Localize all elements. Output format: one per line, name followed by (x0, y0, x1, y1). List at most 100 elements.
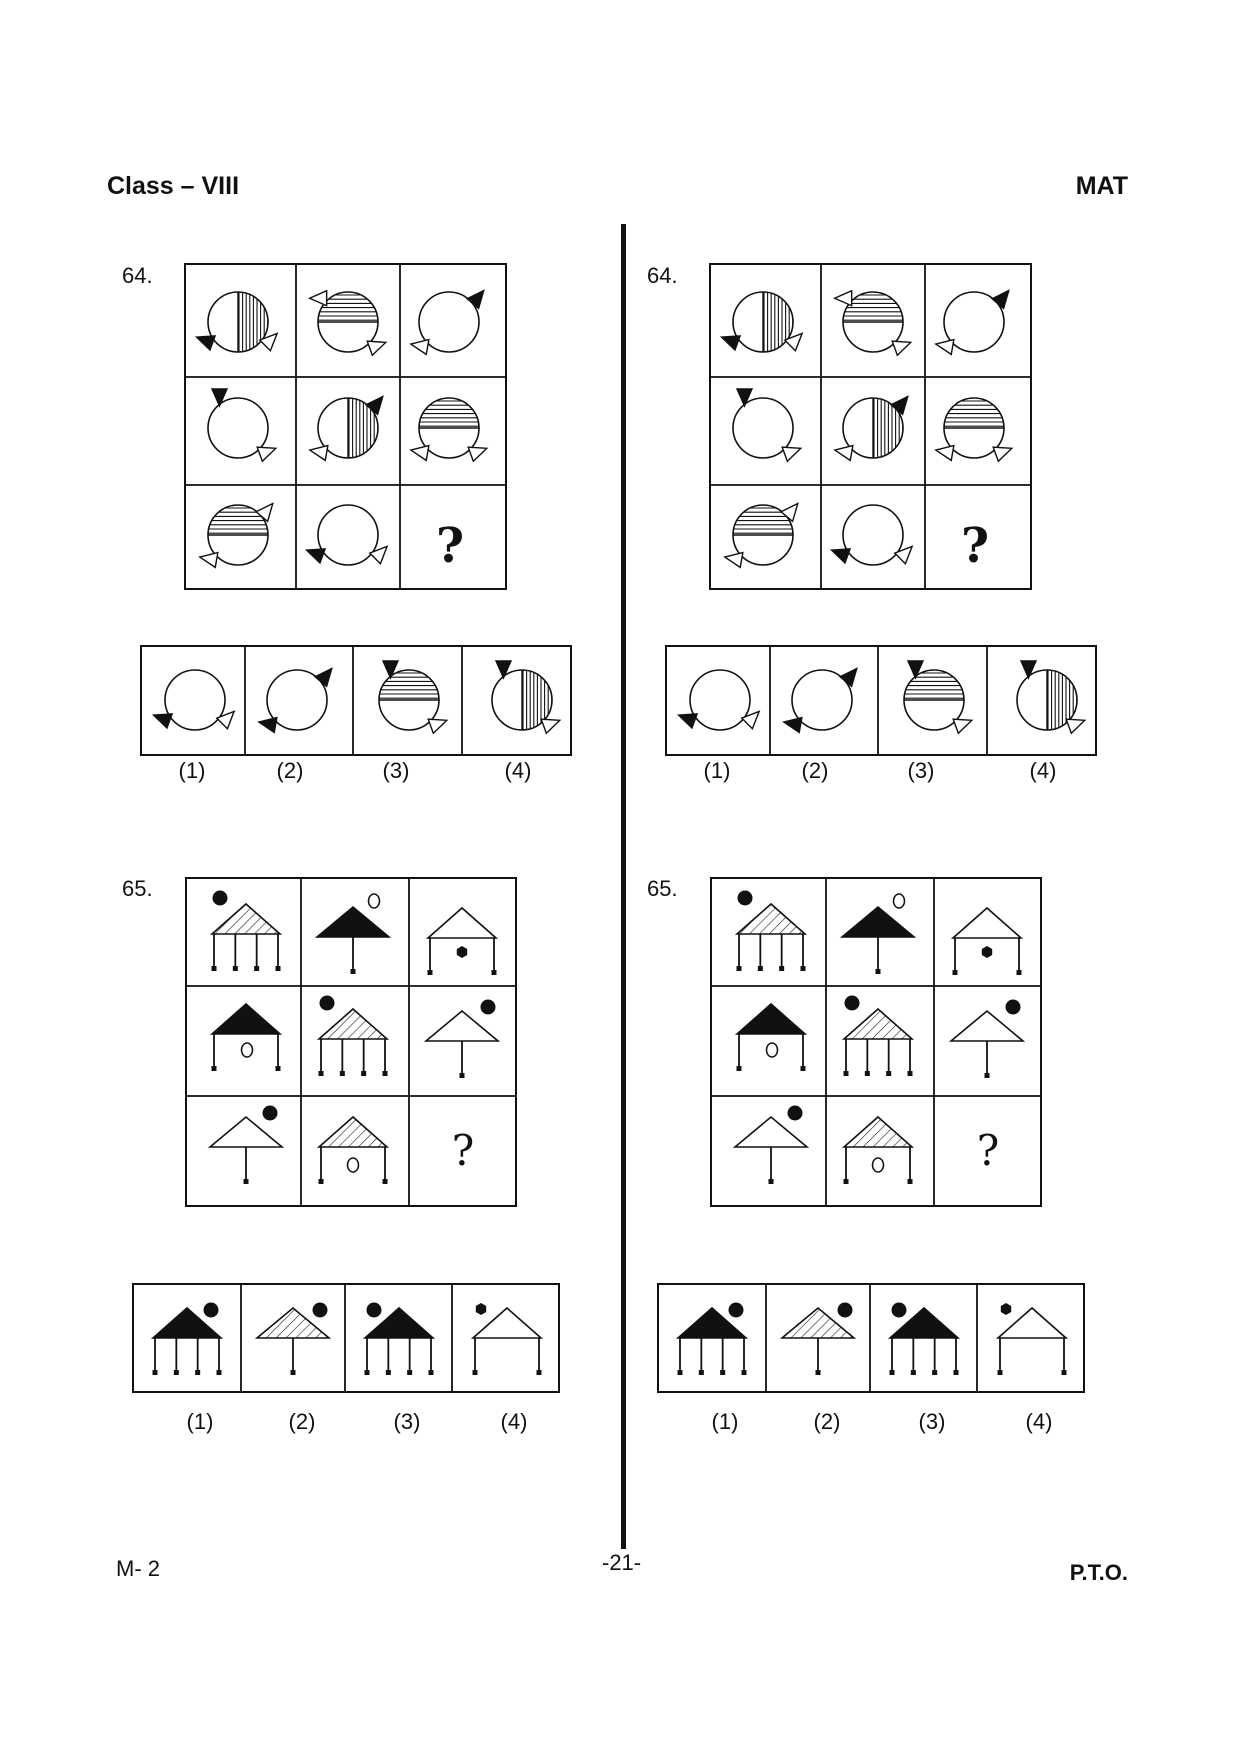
q64-options-grid-border (140, 645, 572, 756)
black-dot (319, 995, 335, 1011)
leg-foot (864, 1071, 870, 1076)
white-dot (346, 1157, 360, 1173)
roof-triangle (470, 1306, 544, 1339)
black-triangle (313, 667, 333, 688)
q65-matrix-grid-border (185, 877, 517, 1207)
white-triangle (215, 710, 236, 731)
white-dot (892, 893, 906, 909)
white-triangle (893, 545, 914, 566)
circle-shape (418, 291, 480, 353)
white-triangle (1065, 718, 1087, 735)
leg-foot (907, 1179, 913, 1184)
q64-option-4-label: (4) (504, 758, 532, 783)
leg-foot (382, 1179, 388, 1184)
q64-option-4-label-copy: (4) (1029, 758, 1057, 783)
leg-foot (741, 1370, 747, 1375)
white-triangle (832, 289, 853, 307)
white-triangle (409, 338, 430, 356)
white-triangle (308, 444, 329, 462)
leg-foot (997, 1370, 1003, 1375)
horizontal-stripes (379, 672, 439, 699)
black-dot (203, 1302, 219, 1318)
white-dot (765, 1042, 779, 1058)
leg-foot (720, 1370, 726, 1375)
black-hexagon (981, 946, 993, 958)
black-dot (366, 1302, 382, 1318)
leg-foot (211, 966, 217, 971)
black-hexagon (1000, 1303, 1012, 1315)
leg-foot (195, 1370, 201, 1375)
leg-foot (779, 966, 785, 971)
roof-triangle (948, 1009, 1026, 1042)
black-hexagon (475, 1303, 487, 1315)
black-triangle (906, 660, 925, 680)
white-triangle (783, 332, 804, 353)
black-dot (737, 890, 753, 906)
white-triangle (258, 332, 279, 353)
q65-options-copy (657, 1283, 1085, 1393)
white-triangle (740, 710, 761, 731)
leg-foot (932, 1370, 938, 1375)
roof-triangle (423, 1009, 501, 1042)
white-triangle (934, 338, 955, 356)
white-triangle (781, 446, 803, 463)
question-64-missing-copy: ? (960, 518, 990, 574)
leg-foot (407, 1370, 413, 1375)
leg-foot (290, 1370, 296, 1375)
q64-options-grid-border (665, 645, 1097, 756)
white-triangle (723, 551, 744, 569)
roof-triangle (732, 1115, 810, 1148)
black-triangle (838, 667, 858, 688)
q65-option-1-label: (1) (186, 1409, 214, 1434)
black-dot (480, 999, 496, 1015)
roof-triangle (839, 905, 917, 938)
roof-triangle (841, 1115, 915, 1148)
black-triangle (210, 388, 229, 408)
page-number: -21- (602, 1550, 642, 1575)
black-dot (837, 1302, 853, 1318)
black-triangle (676, 713, 699, 730)
q65-option-4-label-copy: (4) (1025, 1409, 1053, 1434)
roof-triangle (150, 1306, 224, 1339)
circle-shape (842, 504, 904, 566)
q64-matrix-grid-border (709, 263, 1032, 590)
black-triangle (151, 713, 174, 730)
black-triangle (381, 660, 400, 680)
pto-label: P.T.O. (1069, 1560, 1128, 1585)
roof-triangle (316, 1115, 390, 1148)
roof-triangle (209, 1002, 283, 1035)
q64-options-copy (665, 645, 1097, 756)
leg-foot (953, 1370, 959, 1375)
black-dot (891, 1302, 907, 1318)
circle-shape (791, 669, 853, 731)
leg-foot (318, 1071, 324, 1076)
circle-shape (689, 669, 751, 731)
black-dot (1005, 999, 1021, 1015)
question-65-number-copy: 65. (647, 876, 678, 901)
leg-foot (736, 1066, 742, 1071)
circle-shape (943, 291, 1005, 353)
leg-foot (1061, 1370, 1067, 1375)
black-triangle (494, 660, 513, 680)
white-triangle (366, 340, 388, 357)
q64-option-3-label-copy: (3) (907, 758, 935, 783)
leg-foot (152, 1370, 158, 1375)
leg-foot (843, 1071, 849, 1076)
horizontal-stripes (904, 672, 964, 699)
leg-foot (385, 1370, 391, 1375)
q65-matrix (185, 877, 517, 1207)
roof-triangle (734, 1002, 808, 1035)
q65-option-3-label: (3) (393, 1409, 421, 1434)
black-dot (312, 1302, 328, 1318)
q64-options (140, 645, 572, 756)
black-triangle (364, 395, 384, 416)
leg-foot (875, 969, 881, 974)
white-dot (240, 1042, 254, 1058)
leg-foot (350, 969, 356, 974)
black-triangle (1019, 660, 1038, 680)
black-dot (262, 1105, 278, 1121)
white-triangle (992, 446, 1014, 463)
horizontal-stripes (419, 400, 479, 427)
white-triangle (833, 444, 854, 462)
leg-foot (768, 1179, 774, 1184)
